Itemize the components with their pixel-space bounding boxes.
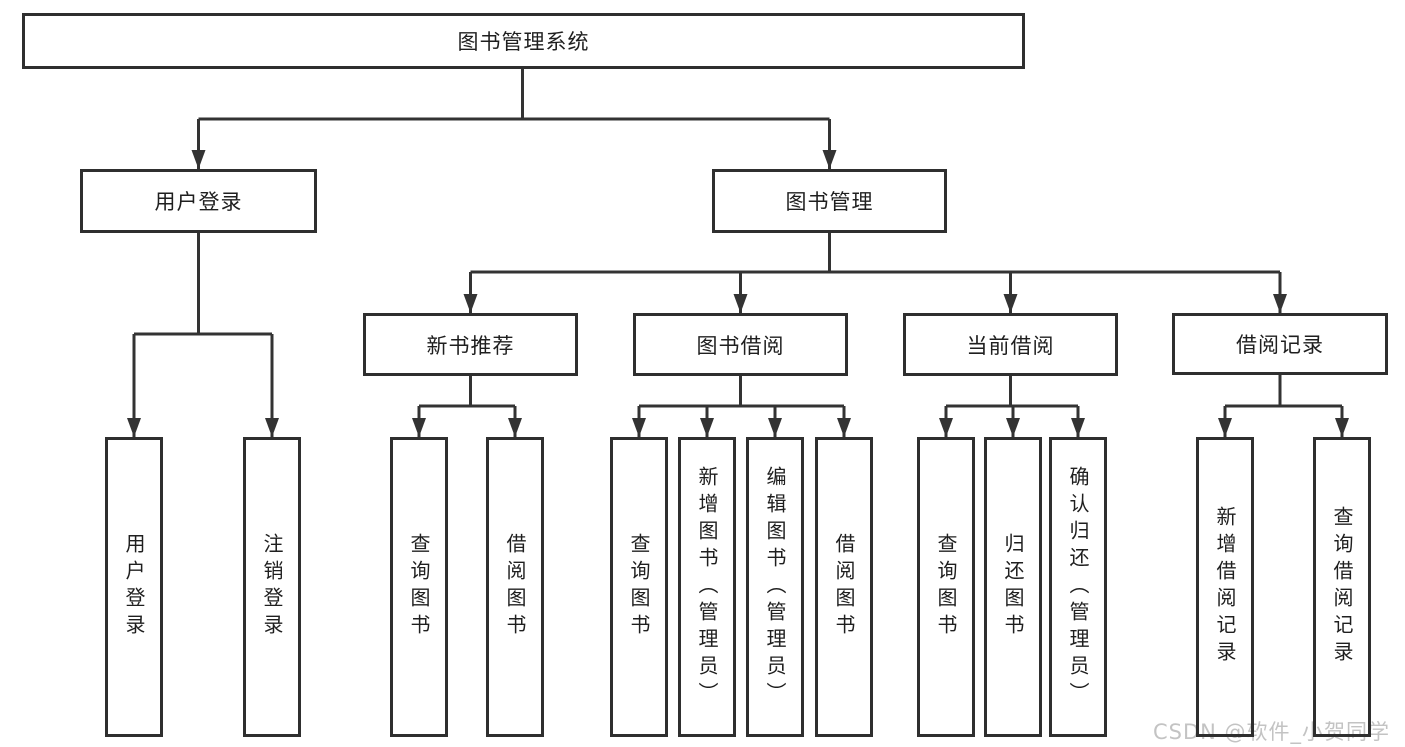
node-label: 查询图书 [407, 533, 431, 641]
leaf-add-borrow-record: 新增借阅记录 [1196, 437, 1254, 737]
node-label: 注销登录 [260, 533, 284, 641]
leaf-query-borrow-record: 查询借阅记录 [1313, 437, 1371, 737]
node-label: 借阅记录 [1236, 333, 1324, 357]
node-label: 查询图书 [934, 533, 958, 641]
node-label: 新书推荐 [426, 333, 515, 358]
leaf-user-login: 用户登录 [105, 437, 163, 737]
node-library-management-system: 图书管理系统 [22, 13, 1025, 69]
node-label: 确认归还（管理员） [1066, 465, 1090, 709]
csdn-watermark: CSDN @软件_小贺同学 [1153, 720, 1391, 744]
node-book-management: 图书管理 [712, 169, 947, 233]
leaf-query-books-recommend: 查询图书 [390, 437, 448, 737]
node-current-borrowing: 当前借阅 [903, 313, 1118, 376]
node-label: 借阅图书 [503, 533, 527, 641]
node-label: 新增借阅记录 [1213, 506, 1237, 668]
node-label: 归还图书 [1001, 533, 1025, 641]
node-label: 新增图书（管理员） [695, 465, 719, 709]
node-label: 借阅图书 [832, 533, 856, 641]
node-label: 图书管理系统 [457, 30, 590, 54]
leaf-add-books-admin: 新增图书（管理员） [678, 437, 736, 737]
leaf-logout: 注销登录 [243, 437, 301, 737]
node-label: 当前借阅 [966, 333, 1055, 358]
leaf-query-books-current: 查询图书 [917, 437, 975, 737]
leaf-edit-books-admin: 编辑图书（管理员） [746, 437, 804, 737]
node-new-book-recommendation: 新书推荐 [363, 313, 578, 376]
node-label: 编辑图书（管理员） [763, 465, 787, 709]
node-label: 用户登录 [154, 190, 243, 214]
node-label: 查询图书 [627, 533, 651, 641]
node-book-borrowing: 图书借阅 [633, 313, 848, 376]
leaf-return-books: 归还图书 [984, 437, 1042, 737]
node-label: 用户登录 [122, 533, 146, 641]
node-label: 图书借阅 [696, 333, 785, 358]
node-user-login: 用户登录 [80, 169, 317, 233]
leaf-borrow-books-recommend: 借阅图书 [486, 437, 544, 737]
leaf-borrow-books: 借阅图书 [815, 437, 873, 737]
node-label: 图书管理 [785, 190, 874, 214]
node-borrowing-records: 借阅记录 [1172, 313, 1388, 375]
node-label: 查询借阅记录 [1330, 506, 1354, 668]
leaf-query-books-borrow: 查询图书 [610, 437, 668, 737]
leaf-confirm-return-admin: 确认归还（管理员） [1049, 437, 1107, 737]
